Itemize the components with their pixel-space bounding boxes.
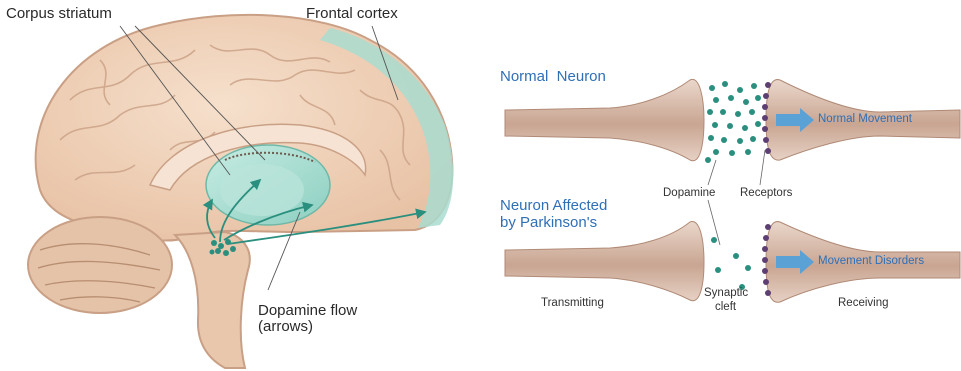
label-synaptic: Synaptic: [704, 287, 748, 299]
title-affected-neuron-line1: Neuron Affected: [500, 197, 607, 215]
dopamine-molecules-affected: [711, 237, 751, 290]
title-affected-neuron-line2: by Parkinson's: [500, 214, 597, 232]
label-transmitting: Transmitting: [541, 297, 604, 309]
label-cleft: cleft: [715, 301, 736, 313]
label-corpus-striatum: Corpus striatum: [6, 5, 112, 22]
label-receiving: Receiving: [838, 297, 889, 309]
brain-illustration: [28, 15, 453, 368]
title-normal-neuron: Normal Neuron: [500, 68, 606, 86]
label-dopamine: Dopamine: [663, 187, 715, 199]
label-dopamine-flow: Dopamine flow: [258, 302, 357, 319]
label-receptors: Receptors: [740, 187, 792, 199]
label-dopamine-flow-arrows: (arrows): [258, 318, 313, 335]
label-normal-movement: Normal Movement: [818, 113, 912, 125]
affected-transmitting-neuron: [505, 222, 704, 301]
label-frontal-cortex: Frontal cortex: [306, 5, 398, 22]
normal-transmitting-neuron: [505, 79, 704, 160]
label-movement-disorders: Movement Disorders: [818, 255, 924, 267]
dopamine-molecules-normal: [705, 81, 761, 163]
